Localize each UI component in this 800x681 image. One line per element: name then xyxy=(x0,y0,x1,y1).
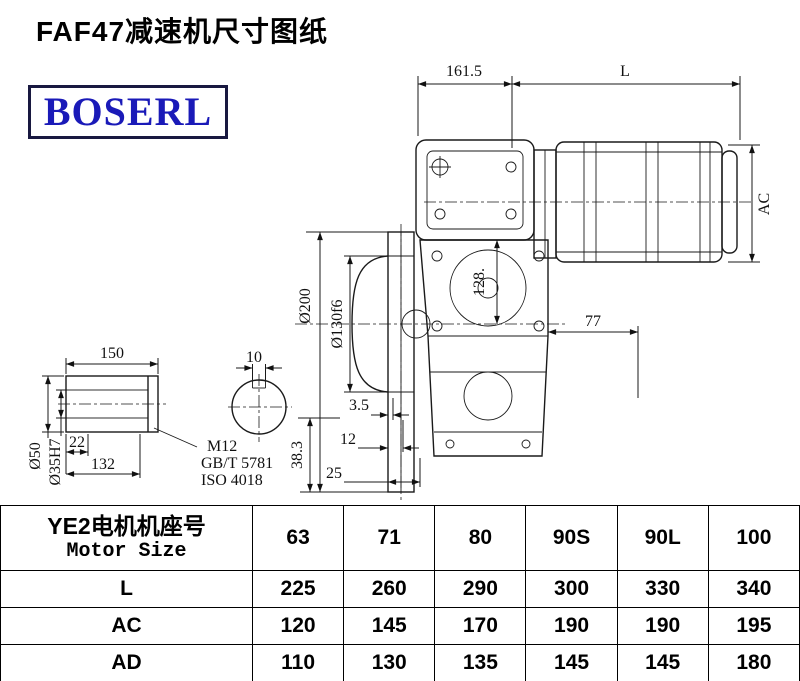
thread-std-gb-label: GB/T 5781 xyxy=(201,455,273,472)
reducer-side-view xyxy=(351,139,738,493)
table-cell: 110 xyxy=(251,644,345,681)
row-label-L: L xyxy=(0,570,253,608)
dim-bore-label: Ø35H7 xyxy=(47,438,64,485)
table-cell: 195 xyxy=(707,607,800,645)
dim-12-label: 12 xyxy=(340,431,356,448)
table-cell: 130 xyxy=(343,644,436,681)
table-cell: 145 xyxy=(525,644,618,681)
dim-key-width-label: 10 xyxy=(246,349,262,366)
dim-spigot-label: Ø130f6 xyxy=(329,300,346,349)
row-label-AD: AD xyxy=(0,644,253,681)
motor-size-col: 90L xyxy=(616,505,709,571)
dim-77-label: 77 xyxy=(585,313,601,330)
table-cell: 340 xyxy=(707,570,800,608)
table-cell: 135 xyxy=(434,644,527,681)
table-cell: 225 xyxy=(251,570,345,608)
dim-161-5-label: 161.5 xyxy=(446,63,482,80)
brand-logo-text: BOSERL xyxy=(43,89,213,134)
hollow-shaft-detail xyxy=(65,375,198,448)
table-cell: 190 xyxy=(616,607,709,645)
table-header-en: Motor Size xyxy=(66,540,187,564)
brand-logo-box: BOSERL xyxy=(28,85,228,139)
motor-size-col: 100 xyxy=(707,505,800,571)
table-cell: 330 xyxy=(616,570,709,608)
motor-size-col: 63 xyxy=(251,505,345,571)
dimension-labels: 161.5 L AC 128. Ø130f6 Ø200 77 3.5 12 25… xyxy=(27,63,773,489)
table-header-cell: YE2电机机座号 Motor Size xyxy=(0,505,253,571)
table-cell: 290 xyxy=(434,570,527,608)
dim-38-3-label: 38.3 xyxy=(289,441,306,469)
dim-flange-od-label: Ø200 xyxy=(297,288,314,324)
dim-22-label: 22 xyxy=(69,434,85,451)
dim-L-label: L xyxy=(620,63,630,80)
motor-size-table: YE2电机机座号 Motor Size 63 71 80 90S 90L 100… xyxy=(0,505,800,681)
dim-AC-label: AC xyxy=(756,193,773,215)
shaft-end-view xyxy=(231,379,287,435)
dim-132-label: 132 xyxy=(91,456,115,473)
dimension-lines xyxy=(42,76,760,493)
table-cell: 260 xyxy=(343,570,436,608)
thread-std-iso-label: ISO 4018 xyxy=(201,472,263,489)
table-cell: 180 xyxy=(707,644,800,681)
table-header-cn: YE2电机机座号 xyxy=(47,512,206,539)
table-cell: 145 xyxy=(616,644,709,681)
page-title: FAF47减速机尺寸图纸 xyxy=(36,16,329,47)
table-cell: 145 xyxy=(343,607,436,645)
motor-size-col: 90S xyxy=(525,505,618,571)
table-cell: 300 xyxy=(525,570,618,608)
table-cell: 190 xyxy=(525,607,618,645)
dim-150-label: 150 xyxy=(100,345,124,362)
motor-size-col: 71 xyxy=(343,505,436,571)
technical-drawing: 161.5 L AC 128. Ø130f6 Ø200 77 3.5 12 25… xyxy=(27,63,773,500)
table-cell: 170 xyxy=(434,607,527,645)
dim-128-label: 128. xyxy=(471,268,488,296)
centerlines xyxy=(58,201,752,500)
thread-spec-label: M12 xyxy=(207,438,237,455)
row-label-AC: AC xyxy=(0,607,253,645)
dim-3-5-label: 3.5 xyxy=(349,397,369,414)
dim-shaft-od-label: Ø50 xyxy=(27,442,44,470)
motor-size-col: 80 xyxy=(434,505,527,571)
table-cell: 120 xyxy=(251,607,345,645)
dim-25-label: 25 xyxy=(326,465,342,482)
